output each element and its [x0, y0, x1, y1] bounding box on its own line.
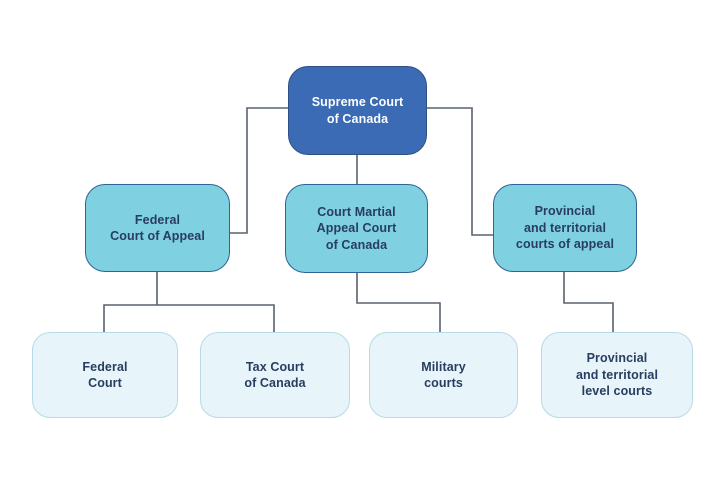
- label-line: Court of Appeal: [110, 229, 205, 243]
- node-supreme-court-of-canada: Supreme Court of Canada: [288, 66, 427, 155]
- label-line: Provincial: [534, 204, 596, 219]
- node-tax-court-of-canada: Tax Court of Canada: [200, 332, 350, 418]
- edge-court-martial-to-military-courts: [356, 273, 441, 332]
- label-line: of Canada: [244, 376, 306, 390]
- label-line: courts of appeal: [515, 237, 615, 252]
- edge-supreme-to-federal-court-of-appeal: [230, 107, 288, 234]
- node-label: Tax Court of Canada: [244, 359, 305, 392]
- node-label: Court Martial Appeal Court of Canada: [317, 204, 397, 254]
- edge-federal-court-of-appeal-to-children: [103, 304, 275, 332]
- node-federal-court-of-appeal: Federal Court of Appeal: [85, 184, 230, 272]
- label-line: Federal: [82, 359, 128, 374]
- label-line: Provincial: [586, 351, 648, 366]
- label-line: Court: [88, 376, 122, 390]
- node-label: Military courts: [421, 359, 466, 392]
- node-label: Federal Court: [82, 359, 127, 392]
- label-line: Supreme Court: [311, 95, 404, 109]
- node-military-courts: Military courts: [369, 332, 518, 418]
- node-label: Supreme Court of Canada: [312, 94, 404, 127]
- label-line: Federal: [134, 212, 181, 227]
- label-line: Appeal Court: [316, 221, 397, 236]
- label-line: of Canada: [326, 111, 389, 126]
- label-line: of Canada: [325, 237, 388, 252]
- node-federal-court: Federal Court: [32, 332, 178, 418]
- node-label: Federal Court of Appeal: [110, 212, 205, 245]
- label-line: level courts: [581, 384, 653, 399]
- label-line: and territorial: [523, 220, 607, 235]
- node-court-martial-appeal-court: Court Martial Appeal Court of Canada: [285, 184, 428, 273]
- edge-provincial-appeal-to-level-courts: [563, 272, 614, 332]
- node-label: Provincial and territorial courts of app…: [516, 203, 614, 253]
- label-line: Tax Court: [245, 359, 305, 374]
- label-line: Military: [421, 359, 466, 374]
- label-line: and territorial: [575, 367, 659, 382]
- label-line: courts: [424, 376, 463, 390]
- node-provincial-territorial-courts-of-appeal: Provincial and territorial courts of app…: [493, 184, 637, 272]
- edge-supreme-to-provincial-courts-of-appeal: [427, 107, 493, 236]
- node-provincial-territorial-level-courts: Provincial and territorial level courts: [541, 332, 693, 418]
- label-line: Court Martial: [317, 204, 396, 219]
- node-label: Provincial and territorial level courts: [576, 350, 658, 400]
